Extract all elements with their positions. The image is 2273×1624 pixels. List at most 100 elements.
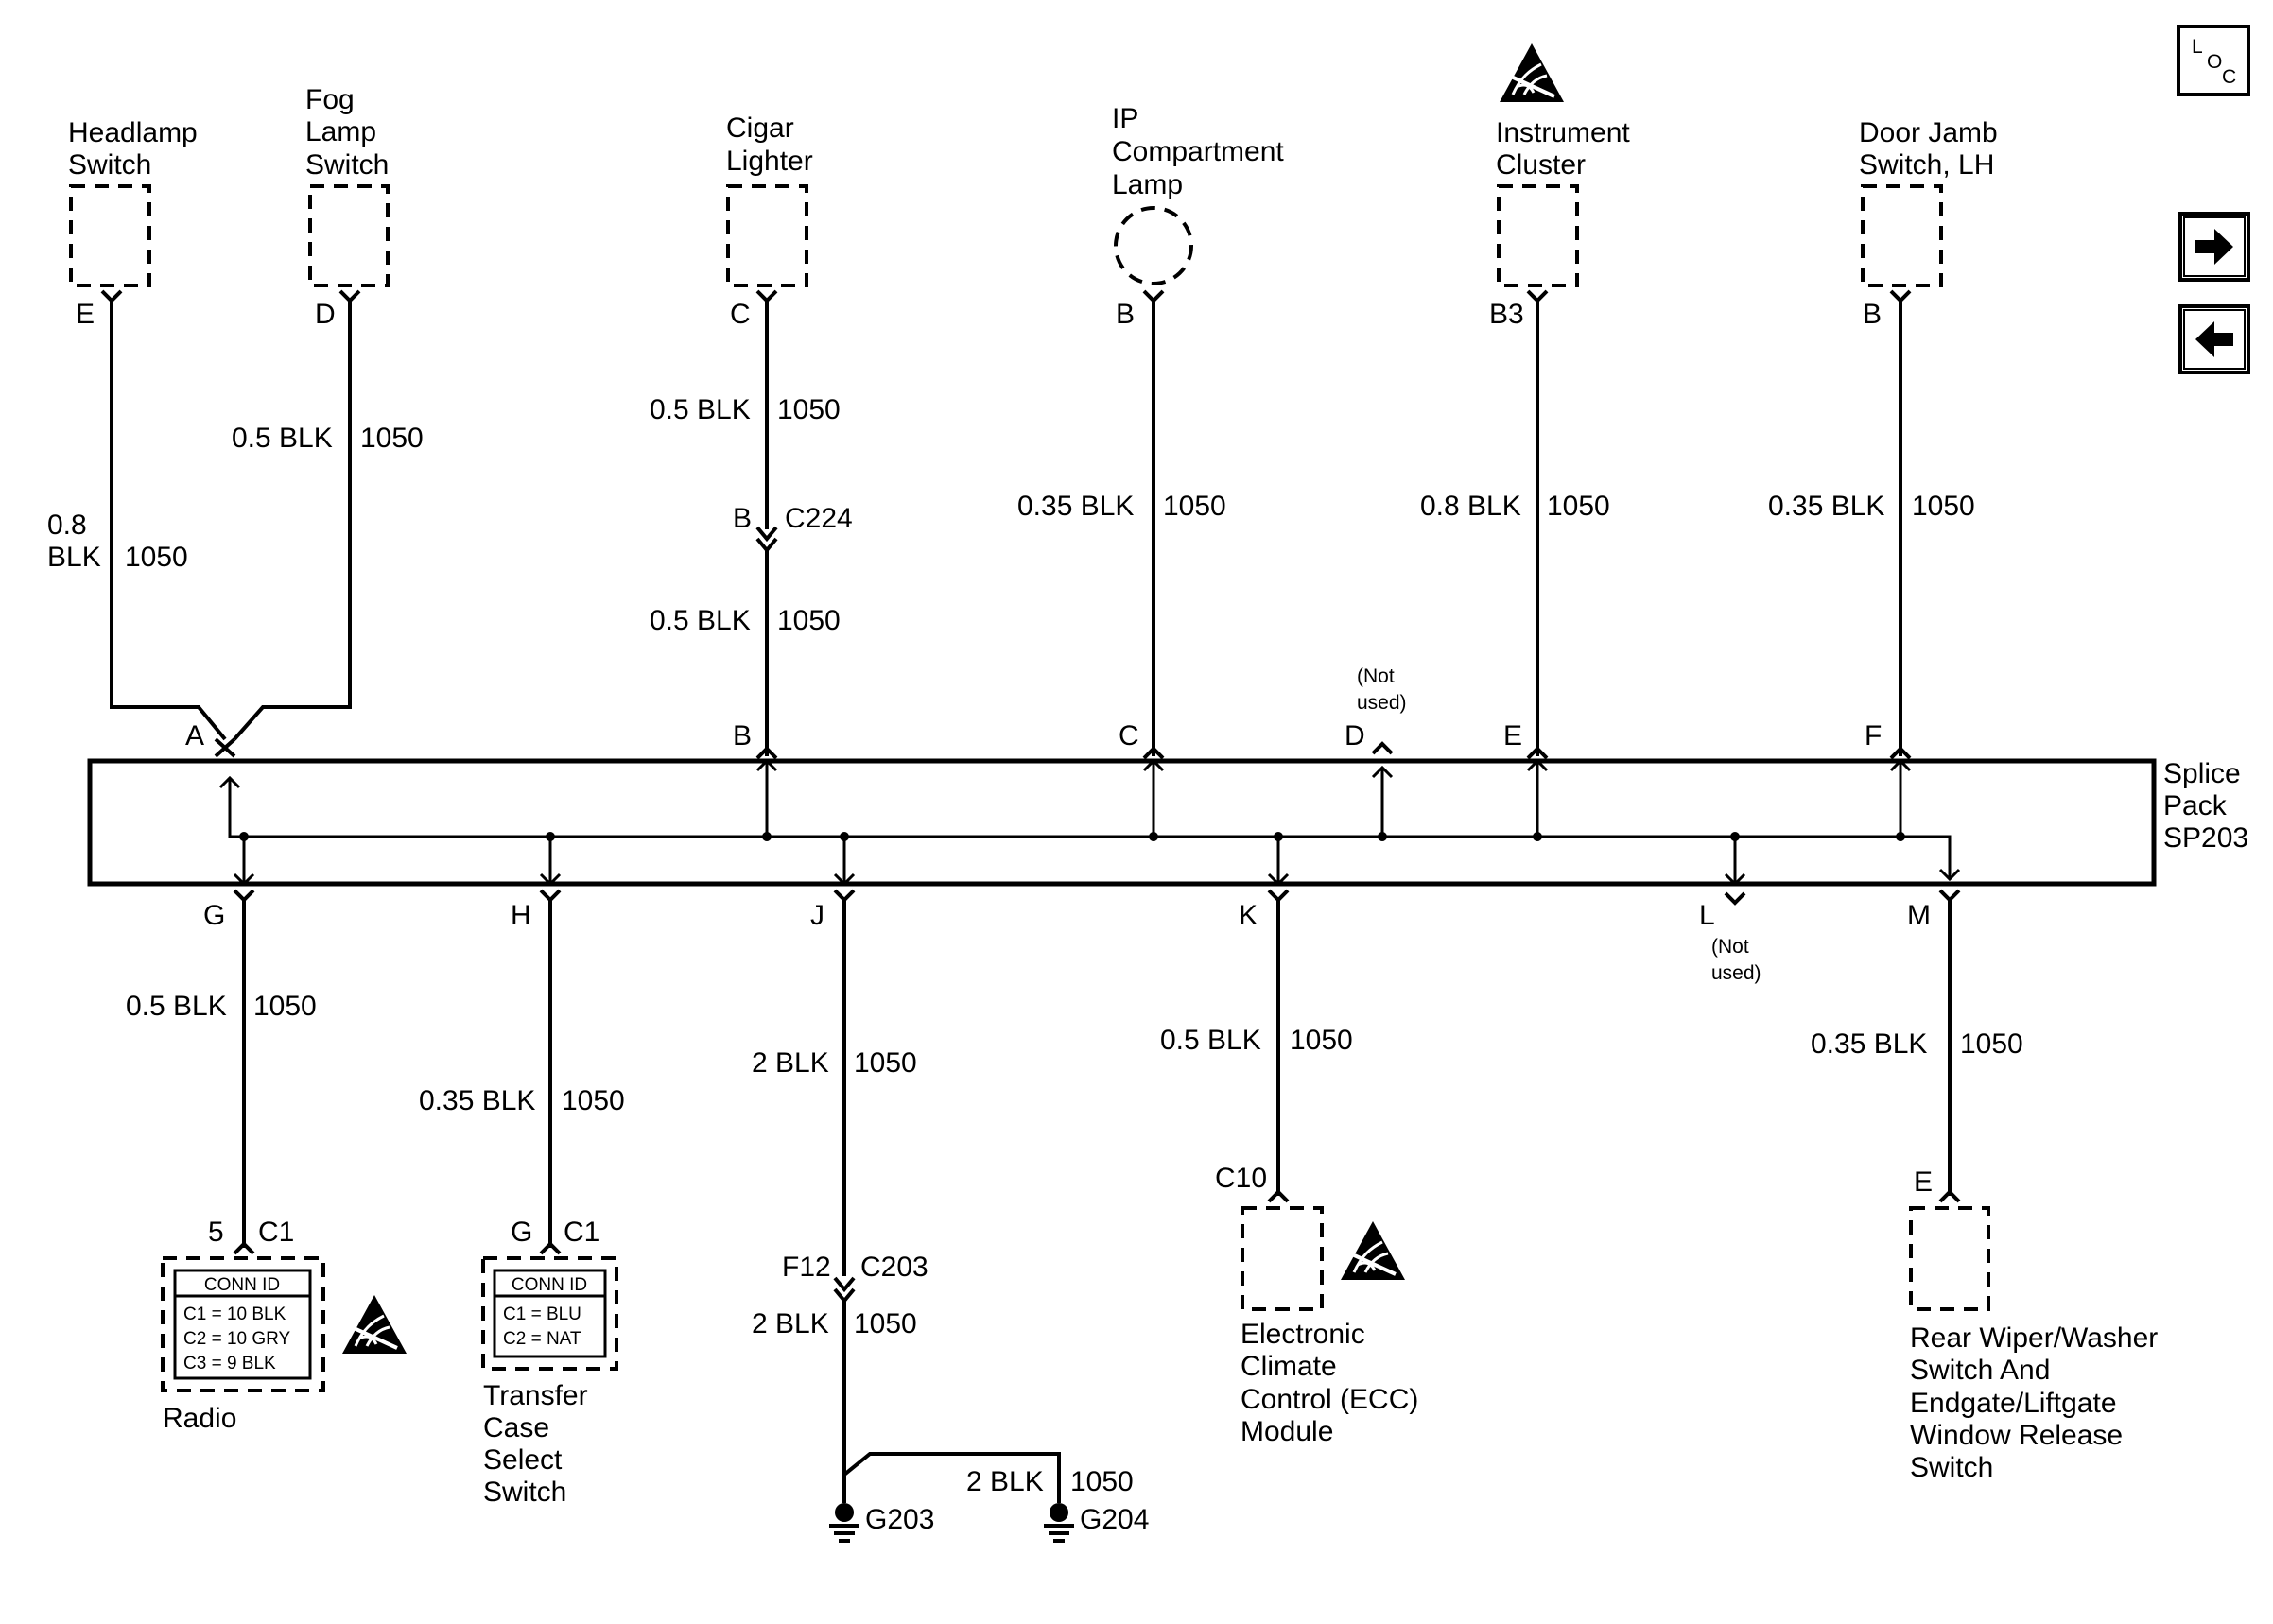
cigar-lighter: Cigar Lighter	[726, 112, 813, 287]
door-jamb-switch-lh: Door Jamb Switch, LH	[1859, 117, 1998, 287]
pin-label: L	[1699, 900, 1715, 931]
wire-circuit-label: 1050	[253, 991, 317, 1022]
connector-pin-label: E	[1914, 1166, 1933, 1198]
component-label-line: Control (ECC)	[1241, 1384, 1418, 1415]
wire-circuit-label: 1050	[562, 1085, 625, 1116]
not-used-note: used)	[1711, 962, 1761, 984]
not-used-note: used)	[1357, 692, 1407, 714]
pin-label: F	[1865, 720, 1882, 752]
component-label-line: Switch, LH	[1859, 149, 1994, 181]
connector-label: C224	[785, 503, 853, 534]
conn-id-row: C3 = 9 BLK	[183, 1354, 276, 1373]
pin-label: B	[733, 720, 752, 752]
wire-gauge-color-label: 2 BLK	[966, 1466, 1044, 1497]
component-box	[308, 184, 390, 287]
component-label-line: Select	[483, 1444, 563, 1476]
ground-label: G203	[865, 1504, 934, 1535]
wire-gauge-color-label: 0.35 BLK	[1768, 491, 1884, 522]
component-label-line: Electronic	[1241, 1319, 1365, 1350]
wire-circuit-label: 1050	[777, 394, 841, 425]
connector-pin-label: B	[733, 503, 752, 534]
component-label-line: Lamp	[1112, 169, 1183, 200]
wire-cigar-lighter: 0.5 BLK 1050 B C224 0.5 BLK 1050	[650, 289, 853, 760]
wire-circuit-label: 1050	[1290, 1025, 1353, 1056]
conn-id-title: CONN ID	[512, 1275, 587, 1295]
conn-id-table	[493, 1269, 607, 1358]
ip-compartment-lamp: IP Compartment Lamp	[1112, 103, 1284, 285]
wire-gauge-color-label: 0.5 BLK	[232, 423, 333, 454]
radio: 5 C1 CONN ID C1 = 10 BLK C2 = 10 GRY C3 …	[161, 1217, 408, 1434]
component-label-line: Module	[1241, 1416, 1333, 1447]
ecc-module: C10 Electronic Climate Control (ECC) Mod…	[1215, 1163, 1418, 1447]
component-label-line: Compartment	[1112, 136, 1284, 167]
next-page-button[interactable]	[2178, 212, 2250, 282]
component-box	[1861, 184, 1943, 287]
connector-pin-label: 5	[208, 1217, 224, 1248]
splice-pack-label-line: SP203	[2163, 822, 2248, 854]
location-button[interactable]: L O C	[2177, 25, 2250, 96]
wire-circuit-label: 1050	[360, 423, 424, 454]
component-label-line: Cluster	[1496, 149, 1586, 181]
arrow-right-icon	[2195, 229, 2233, 265]
pin-label: D	[1345, 720, 1365, 752]
previous-page-button[interactable]	[2178, 304, 2250, 374]
wire-ground: 2 BLK 1050 F12 C203 2 BLK 1050 2 BLK 105…	[752, 889, 1149, 1543]
ground-g204: G204	[1044, 1503, 1149, 1543]
component-label-line: Instrument	[1496, 117, 1630, 148]
pin-label: H	[511, 900, 531, 931]
wire-radio: 0.5 BLK 1050	[126, 889, 317, 1255]
component-box	[1241, 1206, 1324, 1311]
connector-label: C1	[258, 1217, 294, 1248]
conn-id-table	[173, 1269, 312, 1380]
loc-letter: O	[2207, 51, 2222, 73]
connector-pin-label: G	[511, 1217, 532, 1248]
splice-pack-label-line: Pack	[2163, 790, 2228, 821]
component-box	[1497, 184, 1579, 287]
component-label-line: Cigar	[726, 112, 794, 144]
splice-junction-dots	[239, 832, 1905, 841]
pin-label: A	[185, 720, 204, 752]
component-label-line: Fog	[305, 84, 355, 115]
connector-pin-label: C10	[1215, 1163, 1267, 1194]
not-used-note: (Not	[1711, 936, 1749, 958]
component-label-line: Radio	[163, 1403, 236, 1434]
pin-a-marker	[214, 737, 236, 758]
wire-headlamp: 0.8 BLK 1050	[47, 289, 227, 741]
pin-label: K	[1239, 900, 1258, 931]
component-label-line: Lamp	[305, 116, 376, 147]
wire-circuit-label: 1050	[1547, 491, 1610, 522]
pin-label: G	[203, 900, 225, 931]
pin-label: J	[810, 900, 824, 931]
wire-color-label: BLK	[47, 542, 101, 573]
conn-id-title: CONN ID	[204, 1275, 280, 1295]
wire-circuit-label: 1050	[1163, 491, 1226, 522]
rear-wiper-washer-switch: E Rear Wiper/Washer Switch And Endgate/L…	[1909, 1166, 2158, 1483]
wire-gauge-color-label: 0.8 BLK	[1420, 491, 1521, 522]
connector-pin-label: F12	[782, 1252, 831, 1283]
lamp-symbol	[1114, 206, 1193, 285]
wire-instrument-cluster: 0.8 BLK 1050	[1420, 289, 1610, 760]
connector-label: C203	[860, 1252, 928, 1283]
ground-g203: G203	[829, 1503, 934, 1543]
conn-id-row: C2 = NAT	[503, 1329, 581, 1349]
splice-pack-sp203: Splice Pack SP203 A B C D (Not used) E F	[87, 665, 2248, 984]
instrument-cluster: Instrument Cluster	[1496, 42, 1630, 287]
pin-label: E	[1503, 720, 1522, 752]
esd-warning-icon	[340, 1293, 408, 1356]
pin-label: E	[76, 299, 95, 330]
wire-gauge-color-label: 2 BLK	[752, 1047, 829, 1079]
component-label-line: Switch	[1910, 1452, 1993, 1483]
component-label-line: IP	[1112, 103, 1138, 134]
wire-gauge-color-label: 0.35 BLK	[419, 1085, 535, 1116]
wire-circuit-label: 1050	[125, 542, 188, 573]
component-box	[726, 184, 808, 287]
component-label-line: Door Jamb	[1859, 117, 1998, 148]
wire-gauge-color-label: 0.5 BLK	[650, 394, 751, 425]
component-label-line: Switch And	[1910, 1355, 2050, 1386]
wire-gauge-color-label: 0.5 BLK	[650, 605, 751, 636]
component-label-line: Endgate/Liftgate	[1910, 1388, 2117, 1419]
pin-label: C	[1119, 720, 1139, 752]
arrow-left-icon	[2195, 321, 2233, 357]
esd-warning-icon	[1339, 1219, 1407, 1282]
